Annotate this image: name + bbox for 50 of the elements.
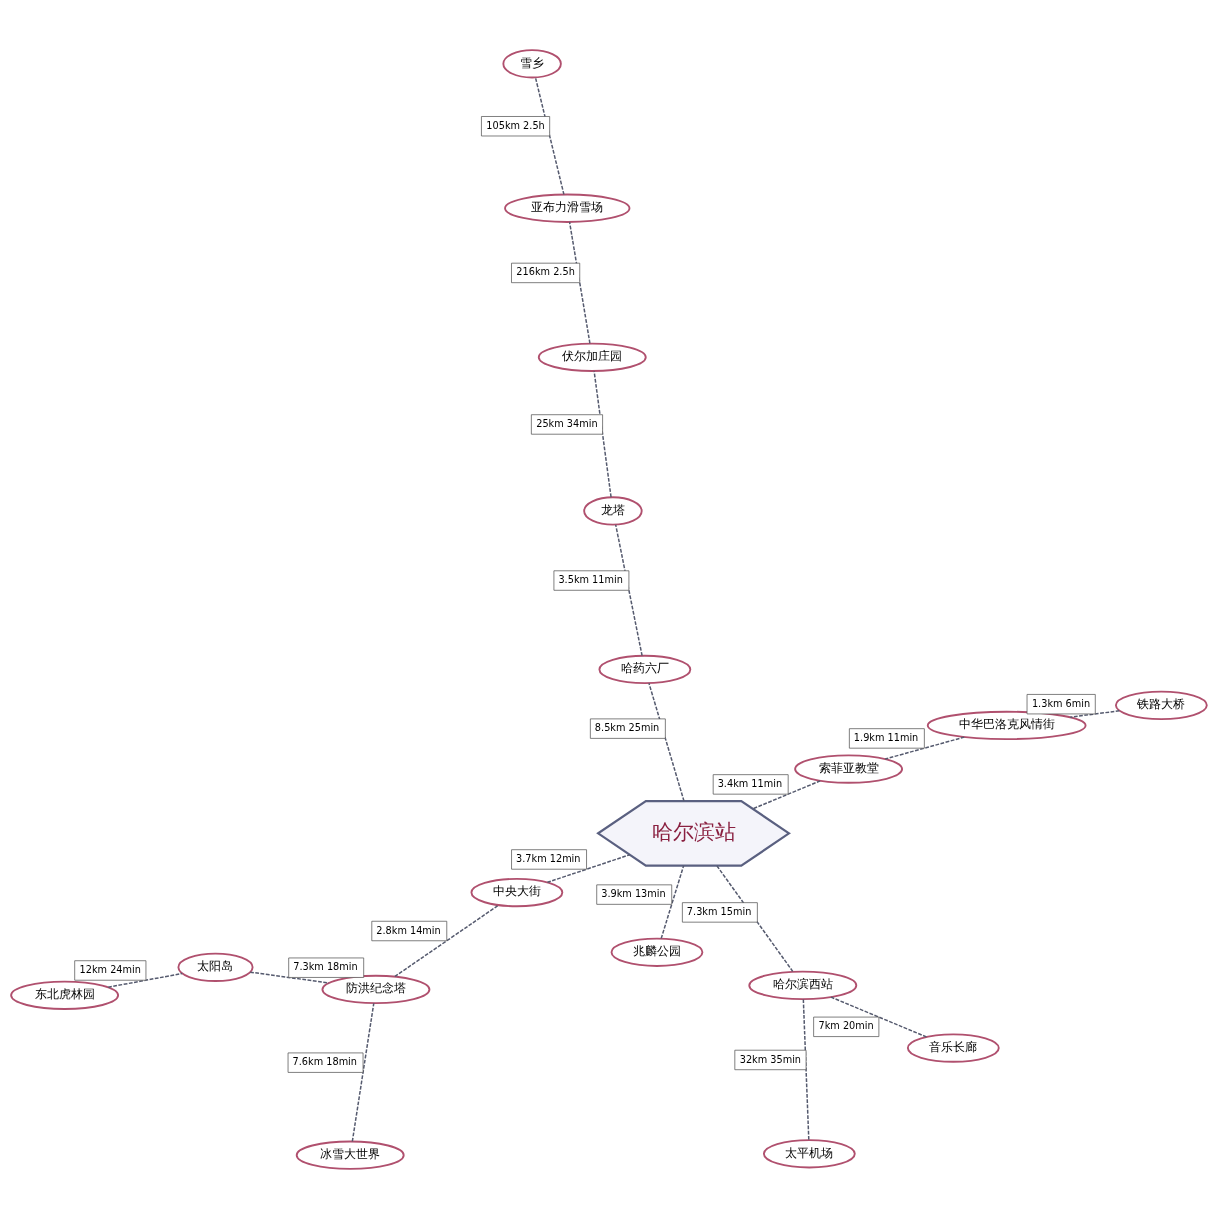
connector [648,682,685,802]
connector [351,1002,375,1142]
connector [752,779,821,809]
node-ellipse: 东北虎林园 [10,980,120,1010]
edge-label: 7.3km 18min [293,960,358,972]
edge-label: 12km 24min [79,963,141,975]
node-ellipse: 伏尔加庄园 [537,342,647,372]
edge-label: 7.3km 15min [686,905,752,917]
edge-label: 7.6km 18min [292,1055,358,1067]
edge-label: 1.9km 11min [853,731,919,743]
edge-label: 25km 34min [536,417,598,429]
edge-label: 216km 2.5h [516,265,575,277]
connector [1069,709,1121,718]
node-ellipse: 铁路大桥 [1114,690,1208,720]
node-ellipse: 哈药六厂 [598,654,692,684]
node-ellipse: 索菲亚教堂 [794,753,904,784]
connector [568,220,591,344]
node-ellipse: 雪乡 [502,48,562,78]
connector [802,998,810,1141]
node-ellipse: 冰雪大世界 [295,1140,405,1170]
edge-label: 1.3km 6min [1031,697,1091,709]
connector [546,853,631,883]
edge-label: 3.5km 11min [558,573,623,585]
connector [884,735,966,760]
connector [716,864,794,972]
connector [394,904,500,977]
node-ellipse: 亚布力滑雪场 [504,193,631,223]
connector [614,523,643,656]
edge-label: 3.9km 13min [601,887,666,899]
node-ellipse: 太平机场 [762,1138,856,1168]
connector [660,864,685,939]
edge-label: 2.8km 14min [376,924,441,936]
node-ellipse: 哈尔滨西站 [748,970,858,1000]
connector [593,370,612,498]
node-ellipse: 太阳岛 [177,952,254,982]
node-ellipse: 中华巴洛克风情街 [926,710,1087,740]
edge-label: 8.5km 25min [594,721,660,733]
connector [534,76,565,195]
node-ellipse: 防洪纪念塔 [321,974,431,1004]
node-ellipse: 兆麟公园 [610,937,704,967]
edge-label: 3.4km 11min [717,777,783,789]
connector [107,972,183,988]
node-ellipse: 龙塔 [583,495,643,526]
edge-label: 3.7km 12min [516,852,581,864]
edge-label: 32km 35min [739,1053,802,1065]
node-ellipse: 音乐长廊 [906,1032,1000,1063]
edge-label: 105km 2.5h [486,119,545,131]
edge-label: 7km 20min [818,1019,874,1031]
connector [249,970,330,984]
node-ellipse: 中央大街 [470,877,564,907]
